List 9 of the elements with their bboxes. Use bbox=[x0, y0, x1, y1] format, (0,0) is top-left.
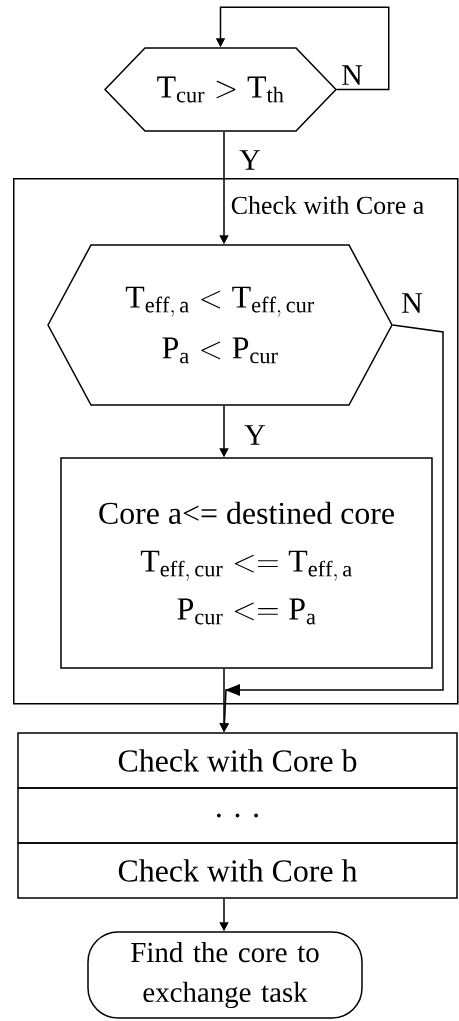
edge-label: Y bbox=[238, 149, 262, 171]
process-box: Check with Core b bbox=[17, 732, 458, 789]
decision-hexagon: $\mathrm{T}_{\mathrm{eff,\,a}} < \mathrm{T}_{\mathrm{eff,\,cur}}$ $\mathrm{P}_{\mathrm{a}} < \mathrm{P}_{\mathrm{cur}}$ bbox=[47, 244, 393, 406]
edge-label: Y bbox=[243, 424, 267, 446]
process-box: . . . bbox=[17, 787, 458, 844]
process-box: Check with Core h bbox=[17, 842, 458, 899]
process-box: Core a<= destined core $\mathrm{T}_{\mathrm{eff,\,cur}} <= \mathrm{T}_{\mathrm{eff,\,a}}$ $\mathrm{P}_{\mathrm{cur}} <= \mathrm{P}_{\mathrm{a}}$ bbox=[60, 457, 433, 669]
edge-label: N bbox=[400, 292, 424, 314]
edge-label: N bbox=[340, 64, 364, 86]
